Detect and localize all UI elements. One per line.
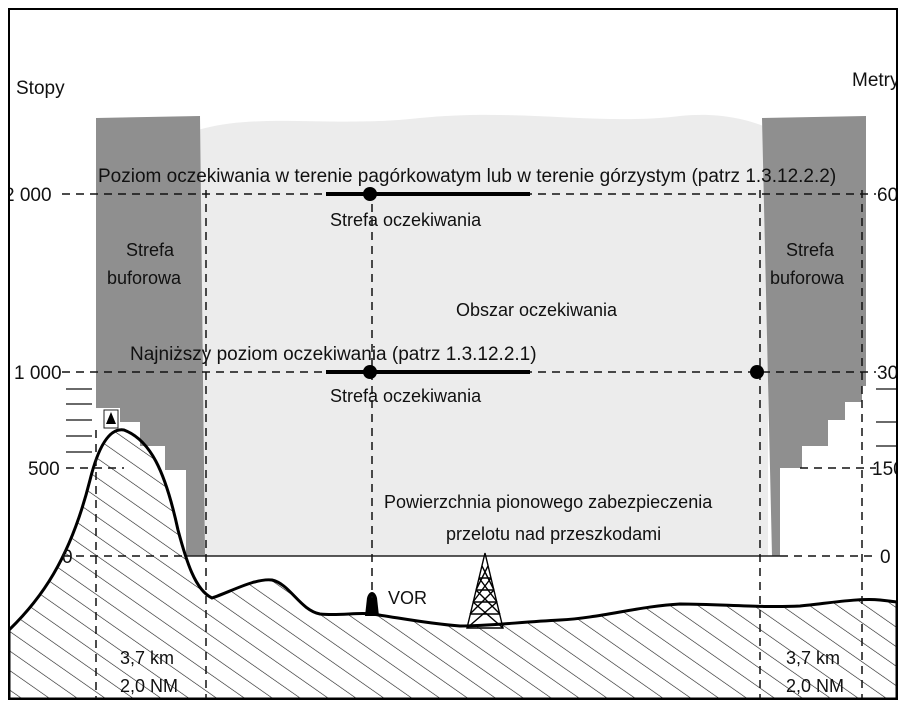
holding-fix-lower	[363, 365, 377, 379]
top-level-label: Poziom oczekiwania w terenie pagórkowaty…	[98, 166, 836, 187]
left-distance-km: 3,7 km	[120, 648, 174, 668]
buffer-right-label-2: buforowa	[770, 268, 845, 288]
obstacle-tower-icon	[466, 552, 504, 629]
buffer-left-label-1: Strefa	[126, 240, 175, 260]
vor-station	[365, 592, 379, 616]
left-buffer-zone	[96, 116, 205, 556]
right-distance-km: 3,7 km	[786, 648, 840, 668]
surface-label-line2: przelotu nad przeszkodami	[446, 524, 661, 544]
right-tick-150: 150	[872, 459, 904, 480]
buffer-right-label-1: Strefa	[786, 240, 835, 260]
left-tick-0: 0	[62, 547, 73, 568]
left-tick-1000: 1 000	[14, 363, 62, 384]
buffer-boundary-fix	[750, 365, 764, 379]
left-tick-2000: 2 000	[4, 185, 52, 206]
left-axis-unit: Stopy	[16, 78, 65, 99]
holding-area-label: Obszar oczekiwania	[456, 300, 618, 320]
right-axis-unit: Metry	[852, 70, 900, 91]
buffer-left-label-2: buforowa	[107, 268, 182, 288]
vor-label: VOR	[388, 588, 427, 608]
terrain	[9, 428, 897, 699]
right-buffer-zone	[762, 116, 866, 556]
holding-fix-upper	[363, 187, 377, 201]
right-tick-300: 300	[877, 363, 906, 384]
holding-fix-upper-label: Strefa oczekiwania	[330, 210, 482, 230]
left-tick-500: 500	[28, 459, 60, 480]
surface-label-line1: Powierzchnia pionowego zabezpieczenia	[384, 492, 713, 512]
right-distance-nm: 2,0 NM	[786, 676, 844, 696]
peak-obstacle-arrow	[106, 412, 116, 424]
holding-fix-lower-label: Strefa oczekiwania	[330, 386, 482, 406]
right-tick-0: 0	[880, 547, 891, 568]
figure-frame	[8, 8, 898, 700]
right-tick-600: 600	[877, 185, 906, 206]
holding-area-background	[198, 114, 768, 556]
lowest-level-label: Najniższy poziom oczekiwania (patrz 1.3.…	[130, 344, 537, 365]
left-distance-nm: 2,0 NM	[120, 676, 178, 696]
